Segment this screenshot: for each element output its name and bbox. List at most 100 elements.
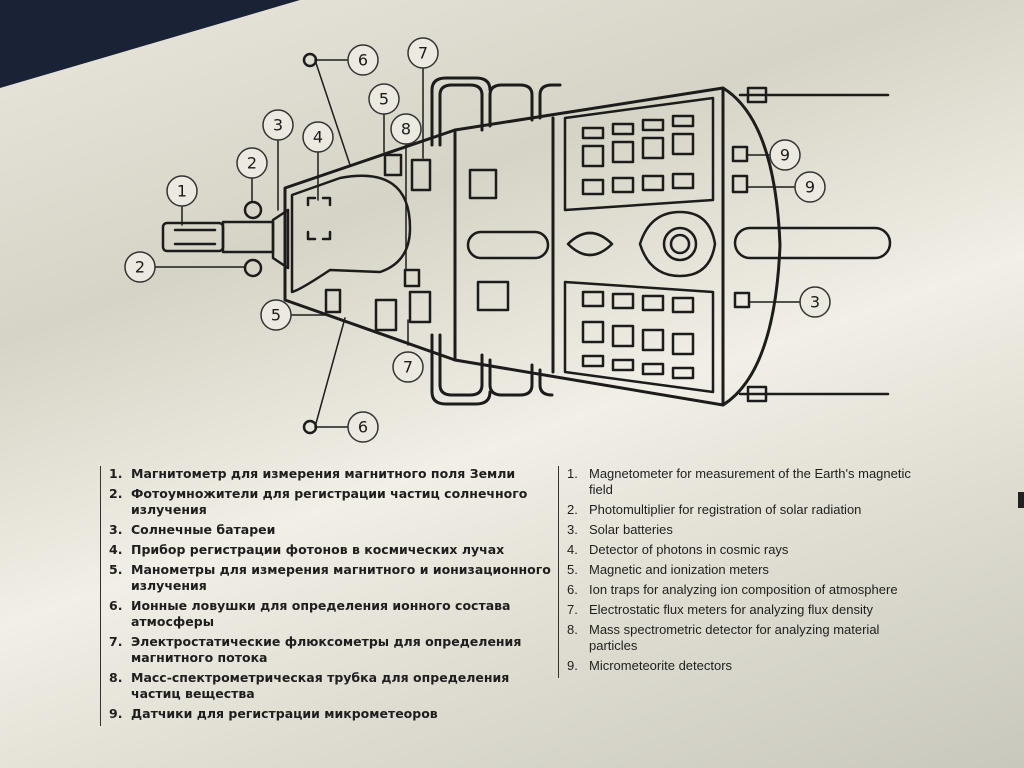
legend-en-item: 9. Micrometeorite detectors (567, 658, 927, 674)
legend-en-item: 6. Ion traps for analyzing ion compositio… (567, 582, 927, 598)
callout-2-top (236, 147, 268, 179)
callout-6-bottom (347, 411, 379, 443)
legend-ru-item: 2. Фотоумножители для регистрации частиц … (109, 486, 559, 518)
callout-9-mid (794, 171, 826, 203)
legend-russian: 1. Магнитометр для измерения магнитного п… (100, 466, 559, 726)
ion-trap-terminals (302, 52, 318, 435)
legend-ru-text: Прибор регистрации фотонов в космических… (131, 542, 505, 557)
callout-5-top-label: 5 (379, 90, 389, 109)
legend-ru-item: 7. Электростатические флюксометры для опр… (109, 634, 559, 666)
legend-en-text: Photomultiplier for registration of sola… (589, 502, 862, 517)
legend-ru-item: 3. Солнечные батареи (109, 522, 559, 538)
legend-en-item: 1. Magnetometer for measurement of the Ea… (567, 466, 927, 498)
callout-2-bottom (124, 251, 156, 283)
legend-ru-text: Датчики для регистрации микрометеоров (131, 706, 438, 721)
legend-en-text: Electrostatic flux meters for analyzing … (589, 602, 873, 617)
legend-en-text: Detector of photons in cosmic rays (589, 542, 789, 557)
instrument-windows (563, 96, 717, 394)
callout-leaders (154, 59, 801, 428)
legend-ru-number: 1. (109, 466, 123, 481)
callout-7-bottom-label: 7 (403, 358, 413, 377)
callout-7-bottom (392, 351, 424, 383)
legend-en-text: Ion traps for analyzing ion composition … (589, 582, 898, 597)
legend-ru-text: Ионные ловушки для определения ионного с… (131, 598, 511, 629)
solar-panels (430, 76, 562, 406)
callout-8 (390, 113, 422, 145)
edge-mark (1018, 492, 1024, 508)
callout-4 (302, 121, 334, 153)
legend-ru-text: Солнечные батареи (131, 522, 276, 537)
callout-4-label: 4 (313, 128, 323, 147)
legend-en-item: 8. Mass spectrometric detector for analyz… (567, 622, 927, 654)
legend-en-text: Solar batteries (589, 522, 673, 537)
legend-ru-text: Манометры для измерения магнитного и ион… (131, 562, 551, 593)
legend-ru-item: 1. Магнитометр для измерения магнитного п… (109, 466, 559, 482)
legend-en-number: 6. (567, 582, 578, 597)
antennas (466, 86, 892, 403)
legend-en-number: 1. (567, 466, 578, 481)
legend-en-text: Magnetometer for measurement of the Eart… (589, 466, 911, 497)
legend-ru-text: Масс-спектрометрическая трубка для опред… (131, 670, 510, 701)
flux-meters (324, 153, 432, 332)
callout-5-top (368, 83, 400, 115)
magnetometer (161, 200, 290, 278)
callout-6-top (347, 44, 379, 76)
legend-ru-text: Электростатические флюксометры для опред… (131, 634, 522, 665)
legend-en-number: 2. (567, 502, 578, 517)
legend-ru-item: 6. Ионные ловушки для определения ионного… (109, 598, 559, 630)
legend-ru-text: Фотоумножители для регистрации частиц со… (131, 486, 528, 517)
legend-ru-number: 8. (109, 670, 123, 685)
satellite-body (283, 86, 782, 407)
legend-ru-number: 9. (109, 706, 123, 721)
legend-ru-number: 6. (109, 598, 123, 613)
callout-8-label: 8 (401, 120, 411, 139)
legend-english: 1. Magnetometer for measurement of the Ea… (558, 466, 927, 678)
legend-ru-item: 5. Манометры для измерения магнитного и и… (109, 562, 559, 594)
callout-3-right-label: 3 (810, 293, 820, 312)
callout-3-left (262, 109, 294, 141)
satellite-diagram: 1 2 2 3 4 5 5 6 6 7 7 8 9 9 3 (124, 37, 892, 443)
callout-7-top-label: 7 (418, 44, 428, 63)
callout-5-bottom-label: 5 (271, 306, 281, 325)
legend-ru-item: 8. Масс-спектрометрическая трубка для опр… (109, 670, 559, 702)
callout-7-top (407, 37, 439, 69)
legend-en-number: 9. (567, 658, 578, 673)
legend-en-text: Mass spectrometric detector for analyzin… (589, 622, 880, 653)
legend-ru-number: 3. (109, 522, 123, 537)
callout-2-bottom-label: 2 (135, 258, 145, 277)
legend-en-number: 5. (567, 562, 578, 577)
legend-en-item: 7. Electrostatic flux meters for analyzin… (567, 602, 927, 618)
callout-9-top-label: 9 (780, 146, 790, 165)
legend-ru-text: Магнитометр для измерения магнитного пол… (131, 466, 516, 481)
legend-ru-number: 4. (109, 542, 123, 557)
legend-ru-number: 7. (109, 634, 123, 649)
callout-numbers: 1 2 2 3 4 5 5 6 6 7 7 8 9 9 3 (135, 44, 820, 437)
legend-en-number: 8. (567, 622, 578, 637)
callout-6-bottom-label: 6 (358, 418, 368, 437)
legend-ru-item: 9. Датчики для регистрации микрометеоров (109, 706, 559, 722)
callout-9-top (769, 139, 801, 171)
callout-markers (124, 37, 831, 443)
legend-en-number: 7. (567, 602, 578, 617)
legend-en-item: 2. Photomultiplier for registration of so… (567, 502, 927, 518)
legend-ru-number: 2. (109, 486, 123, 501)
legend-en-item: 5. Magnetic and ionization meters (567, 562, 927, 578)
legend-en-text: Micrometeorite detectors (589, 658, 733, 673)
photon-detector (306, 196, 332, 241)
callout-9-mid-label: 9 (805, 178, 815, 197)
legend-en-number: 4. (567, 542, 578, 557)
callout-1-label: 1 (177, 182, 187, 201)
legend-ru-number: 5. (109, 562, 123, 577)
legend-en-item: 4. Detector of photons in cosmic rays (567, 542, 927, 558)
legend-en-number: 3. (567, 522, 578, 537)
callout-1 (166, 175, 198, 207)
callout-6-top-label: 6 (358, 51, 368, 70)
legend-en-item: 3. Solar batteries (567, 522, 927, 538)
legend-en-text: Magnetic and ionization meters (589, 562, 769, 577)
legend-ru-item: 4. Прибор регистрации фотонов в космическ… (109, 542, 559, 558)
callout-3-right (799, 286, 831, 318)
callout-5-bottom (260, 299, 292, 331)
callout-3-left-label: 3 (273, 116, 283, 135)
callout-2-top-label: 2 (247, 154, 257, 173)
